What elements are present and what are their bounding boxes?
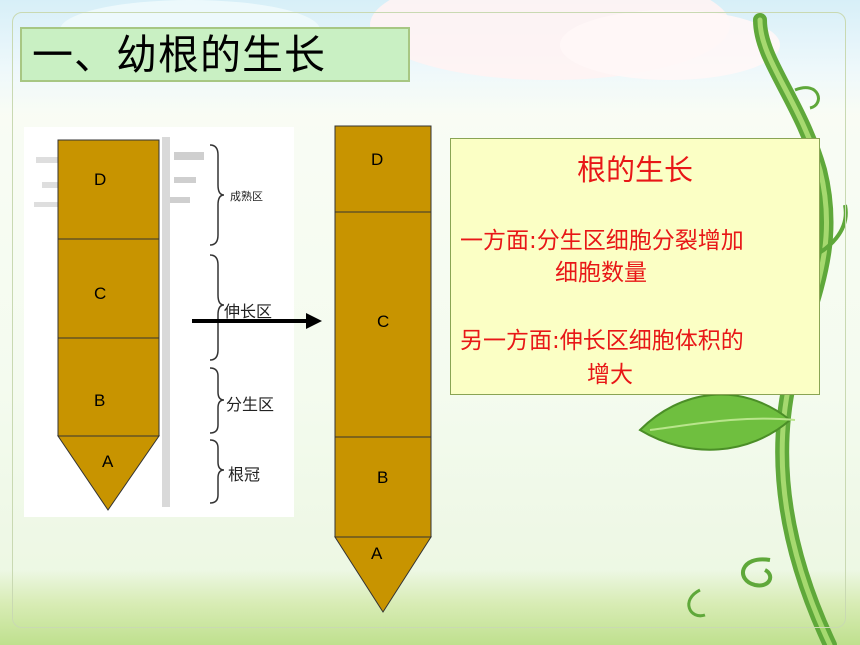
- right-letter-d: D: [371, 150, 384, 169]
- right-segment-a: [334, 536, 432, 613]
- left-letter-d: D: [94, 170, 107, 189]
- root-edge: [162, 137, 170, 507]
- zone-label-meristem: 分生区: [226, 395, 275, 414]
- info-line-2: 细胞数量: [555, 260, 647, 286]
- left-segment-c: [57, 238, 160, 339]
- root-hair-mark: [42, 182, 72, 188]
- root-hair-mark: [34, 202, 69, 207]
- right-segment-d: [334, 125, 432, 213]
- vine-tendril: [794, 86, 820, 110]
- root-hair-mark: [174, 152, 204, 160]
- brace-meristem: [209, 367, 225, 434]
- brace-rootcap: [209, 439, 225, 504]
- left-segment-b: [57, 337, 160, 437]
- left-segment-d: [57, 139, 160, 240]
- zone-label-elongation: 伸长区: [224, 302, 273, 321]
- root-hair-mark: [174, 177, 196, 183]
- slide-title: 一、幼根的生长: [32, 31, 326, 79]
- left-letter-a: A: [102, 452, 114, 471]
- zone-label-rootcap: 根冠: [228, 465, 261, 484]
- title-box: 一、幼根的生长: [20, 27, 410, 82]
- info-line-3: 另一方面:伸长区细胞体积的: [460, 328, 744, 354]
- vine-tendril: [687, 588, 706, 618]
- slide-frame: [12, 12, 846, 628]
- root-hair-mark: [164, 197, 190, 203]
- left-segment-a: [57, 435, 160, 511]
- leaf-vein: [649, 417, 796, 431]
- grass-background: [0, 570, 860, 645]
- left-letter-c: C: [94, 284, 107, 303]
- root-hair-mark: [36, 157, 76, 163]
- cloud-decoration: [560, 10, 780, 80]
- zone-label-maturation: 成熟区: [230, 190, 263, 203]
- right-letter-c: C: [377, 312, 390, 331]
- right-segment-b: [334, 436, 432, 538]
- vine-tendril: [741, 557, 773, 588]
- brace-elongation: [209, 254, 225, 361]
- left-letter-b: B: [94, 391, 106, 410]
- right-letter-b: B: [377, 468, 389, 487]
- arrow-head: [306, 313, 322, 329]
- info-box: 根的生长 一方面:分生区细胞分裂增加 细胞数量 另一方面:伸长区细胞体积的 增大: [450, 138, 820, 395]
- info-title: 根的生长: [576, 153, 693, 187]
- right-letter-a: A: [371, 544, 383, 563]
- right-segment-c: [334, 211, 432, 438]
- info-line-4: 增大: [587, 362, 633, 388]
- info-line-1: 一方面:分生区细胞分裂增加: [460, 228, 744, 254]
- brace-maturation: [209, 144, 225, 246]
